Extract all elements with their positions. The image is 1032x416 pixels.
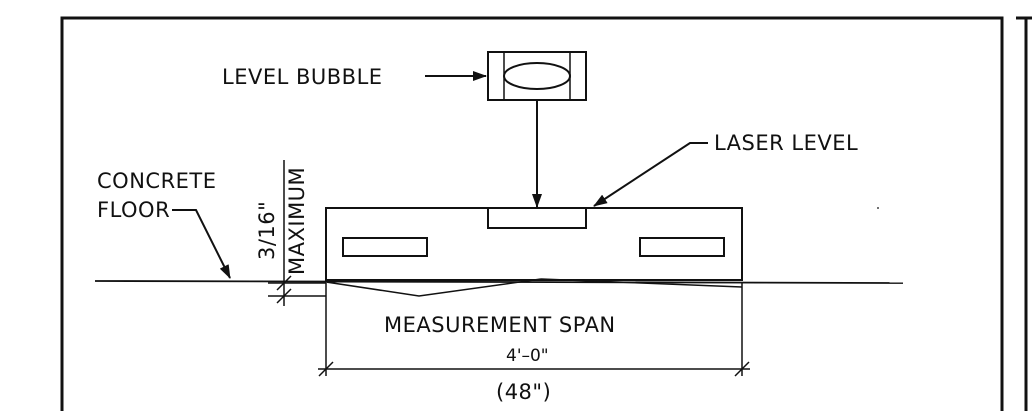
floor-line <box>94 280 904 284</box>
tolerance-value: 3/16" <box>255 201 279 260</box>
speck <box>877 207 879 209</box>
measurement-span-label: MEASUREMENT SPAN <box>384 313 616 337</box>
level-bubble-label: LEVEL BUBBLE <box>222 65 383 89</box>
tolerance-dimension <box>268 160 326 306</box>
span-dimension <box>318 283 750 377</box>
top-vial-slot <box>487 207 587 229</box>
floor-dip-left <box>325 278 542 297</box>
tolerance-maximum-label: MAXIMUM <box>285 167 309 275</box>
laser-level-label: LASER LEVEL <box>714 131 858 155</box>
floor-label: FLOOR <box>97 198 170 222</box>
laser-level-arrow <box>593 142 708 207</box>
span-inches-label: (48") <box>496 380 551 404</box>
laser-level-body <box>325 207 743 281</box>
bubble-icon <box>503 62 571 90</box>
level-bubble-vial <box>487 51 587 101</box>
right-window <box>639 237 725 257</box>
concrete-floor-arrow <box>172 209 231 279</box>
left-window <box>342 237 428 257</box>
concrete-label: CONCRETE <box>97 169 217 193</box>
span-feet-label: 4'–0" <box>506 346 549 366</box>
floor-dip-right <box>540 278 743 288</box>
drawing-frame <box>60 16 1004 416</box>
